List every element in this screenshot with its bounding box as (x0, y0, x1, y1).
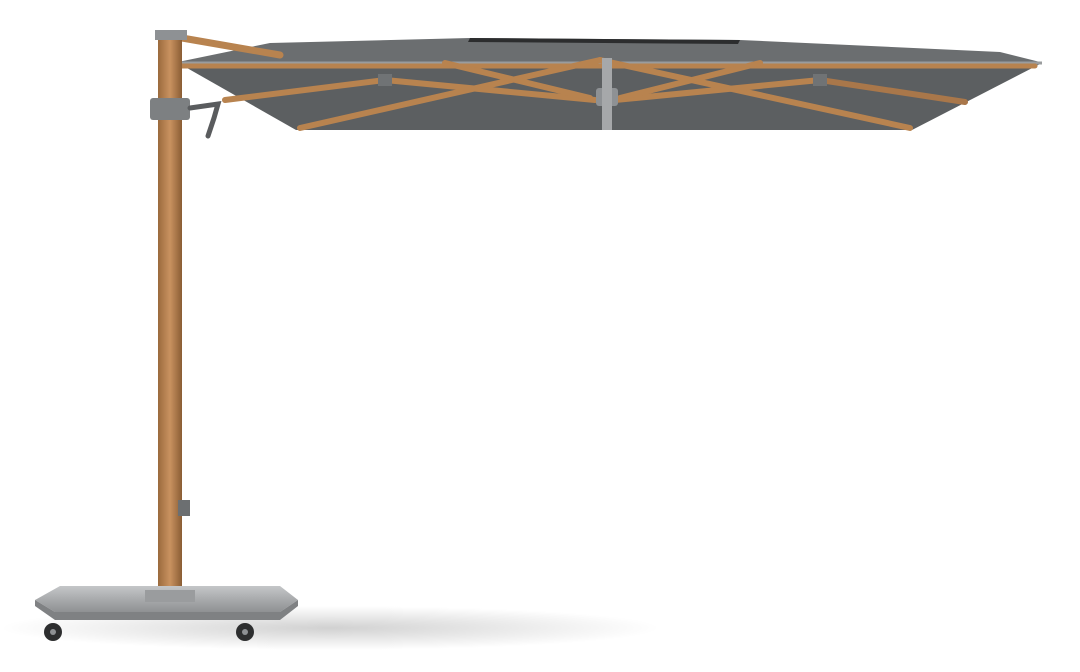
rib-bracket (378, 74, 392, 86)
canopy-top (178, 38, 1040, 62)
tilt-clamp (150, 98, 190, 120)
pole-foot (145, 590, 195, 602)
wheel-hub (242, 629, 248, 635)
base-plate-side (35, 600, 298, 620)
support-arm (178, 34, 284, 59)
wheel-hub (50, 629, 56, 635)
pole-lock (178, 500, 190, 516)
center-post (602, 58, 612, 130)
rib-bracket (813, 74, 827, 86)
tilt-handle-icon (187, 100, 222, 139)
pole-cap (155, 30, 187, 40)
canopy-vent (468, 38, 740, 44)
canopy-ribs (177, 57, 1038, 131)
